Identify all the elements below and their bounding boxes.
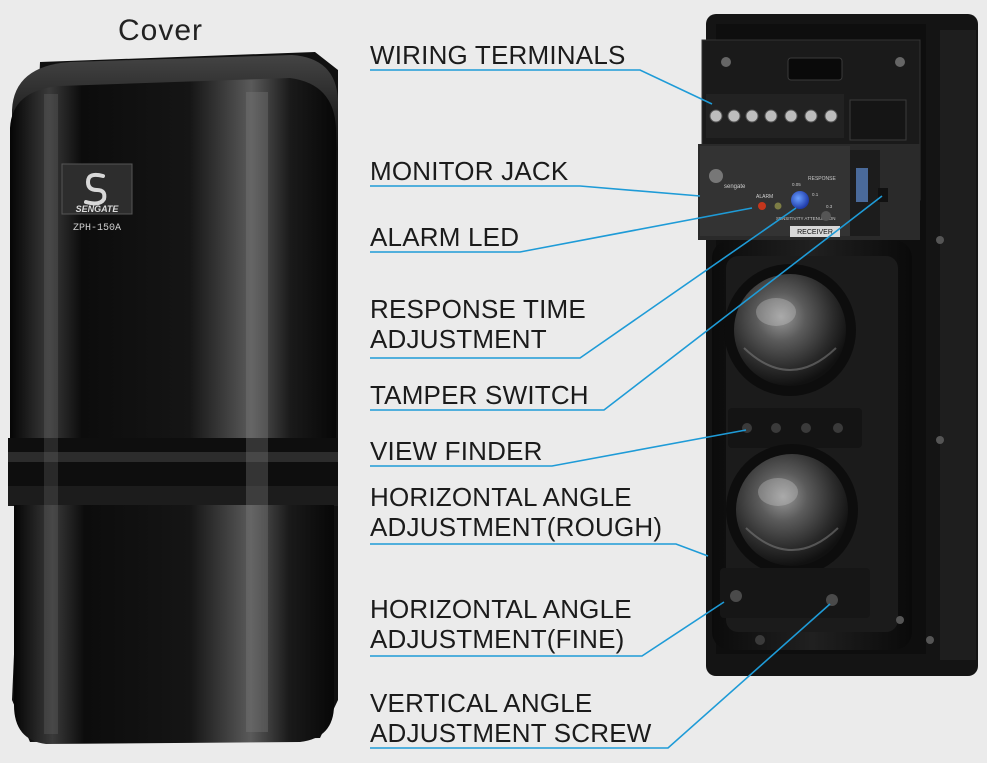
dial-mark-3: 0.3 <box>826 204 833 209</box>
label-tamper-switch: TAMPER SWITCH <box>370 380 589 410</box>
label-line: MONITOR JACK <box>370 156 569 186</box>
panel-maker: sengate <box>724 184 746 190</box>
label-vertical-screw: VERTICAL ANGLE ADJUSTMENT SCREW <box>370 688 652 748</box>
label-alarm-led: ALARM LED <box>370 222 519 252</box>
leader-response-time <box>370 207 797 359</box>
alarm-led <box>758 202 766 210</box>
panel-sensitivity-label: SENSITIVITY ATTENUATION <box>776 216 836 221</box>
panel-led-label: ALARM <box>756 194 773 200</box>
wiring-terminal-block <box>706 94 907 141</box>
leader-monitor-jack <box>370 185 701 197</box>
badge-brand: SENGATE <box>76 204 120 214</box>
leader-horizontal-fine <box>370 601 725 657</box>
label-horizontal-rough: HORIZONTAL ANGLE ADJUSTMENT(ROUGH) <box>370 482 662 542</box>
leader-alarm-led <box>370 207 753 253</box>
label-line: HORIZONTAL ANGLE <box>370 594 632 624</box>
label-monitor-jack: MONITOR JACK <box>370 156 568 186</box>
leader-view-finder <box>370 429 747 467</box>
leader-tamper-switch <box>370 195 883 411</box>
label-response-time: RESPONSE TIME ADJUSTMENT <box>370 294 586 354</box>
label-horizontal-fine: HORIZONTAL ANGLE ADJUSTMENT(FINE) <box>370 594 632 654</box>
label-line: ALARM LED <box>370 222 520 252</box>
leader-horizontal-rough <box>370 543 709 557</box>
sengate-badge: SENGATE ZPH-150A <box>61 163 133 234</box>
panel-response-label: RESPONSE <box>808 176 836 182</box>
badge-model: ZPH-150A <box>73 223 121 234</box>
view-finder-bar <box>728 408 862 448</box>
label-line: WIRING TERMINALS <box>370 40 626 70</box>
label-line: ADJUSTMENT(FINE) <box>370 624 625 654</box>
lower-lens <box>726 444 858 576</box>
label-view-finder: VIEW FINDER <box>370 436 543 466</box>
dial-mark-1: 0.05 <box>792 182 801 187</box>
leader-lines <box>370 69 883 749</box>
response-time-knob <box>791 191 809 209</box>
label-line: ADJUSTMENT(ROUGH) <box>370 512 663 542</box>
label-line: RESPONSE TIME <box>370 294 586 324</box>
label-line: HORIZONTAL ANGLE <box>370 482 632 512</box>
label-line: ADJUSTMENT SCREW <box>370 718 652 748</box>
panel-receiver-label: RECEIVER <box>797 229 833 236</box>
leader-vertical-screw <box>370 603 831 749</box>
receiver-device: sengate ALARM SENSITIVITY ATTENUATION RE… <box>698 14 978 676</box>
cover-device: SENGATE ZPH-150A <box>8 52 338 744</box>
cover-title: Cover <box>118 14 204 47</box>
dial-mark-2: 0.1 <box>812 192 819 197</box>
tamper-switch <box>878 188 888 202</box>
upper-lens <box>724 264 856 396</box>
leader-wiring-terminals <box>370 69 713 105</box>
label-line: VERTICAL ANGLE <box>370 688 593 718</box>
label-wiring-terminals: WIRING TERMINALS <box>370 40 626 70</box>
label-line: TAMPER SWITCH <box>370 380 589 410</box>
label-line: VIEW FINDER <box>370 436 543 466</box>
label-line: ADJUSTMENT <box>370 324 547 354</box>
